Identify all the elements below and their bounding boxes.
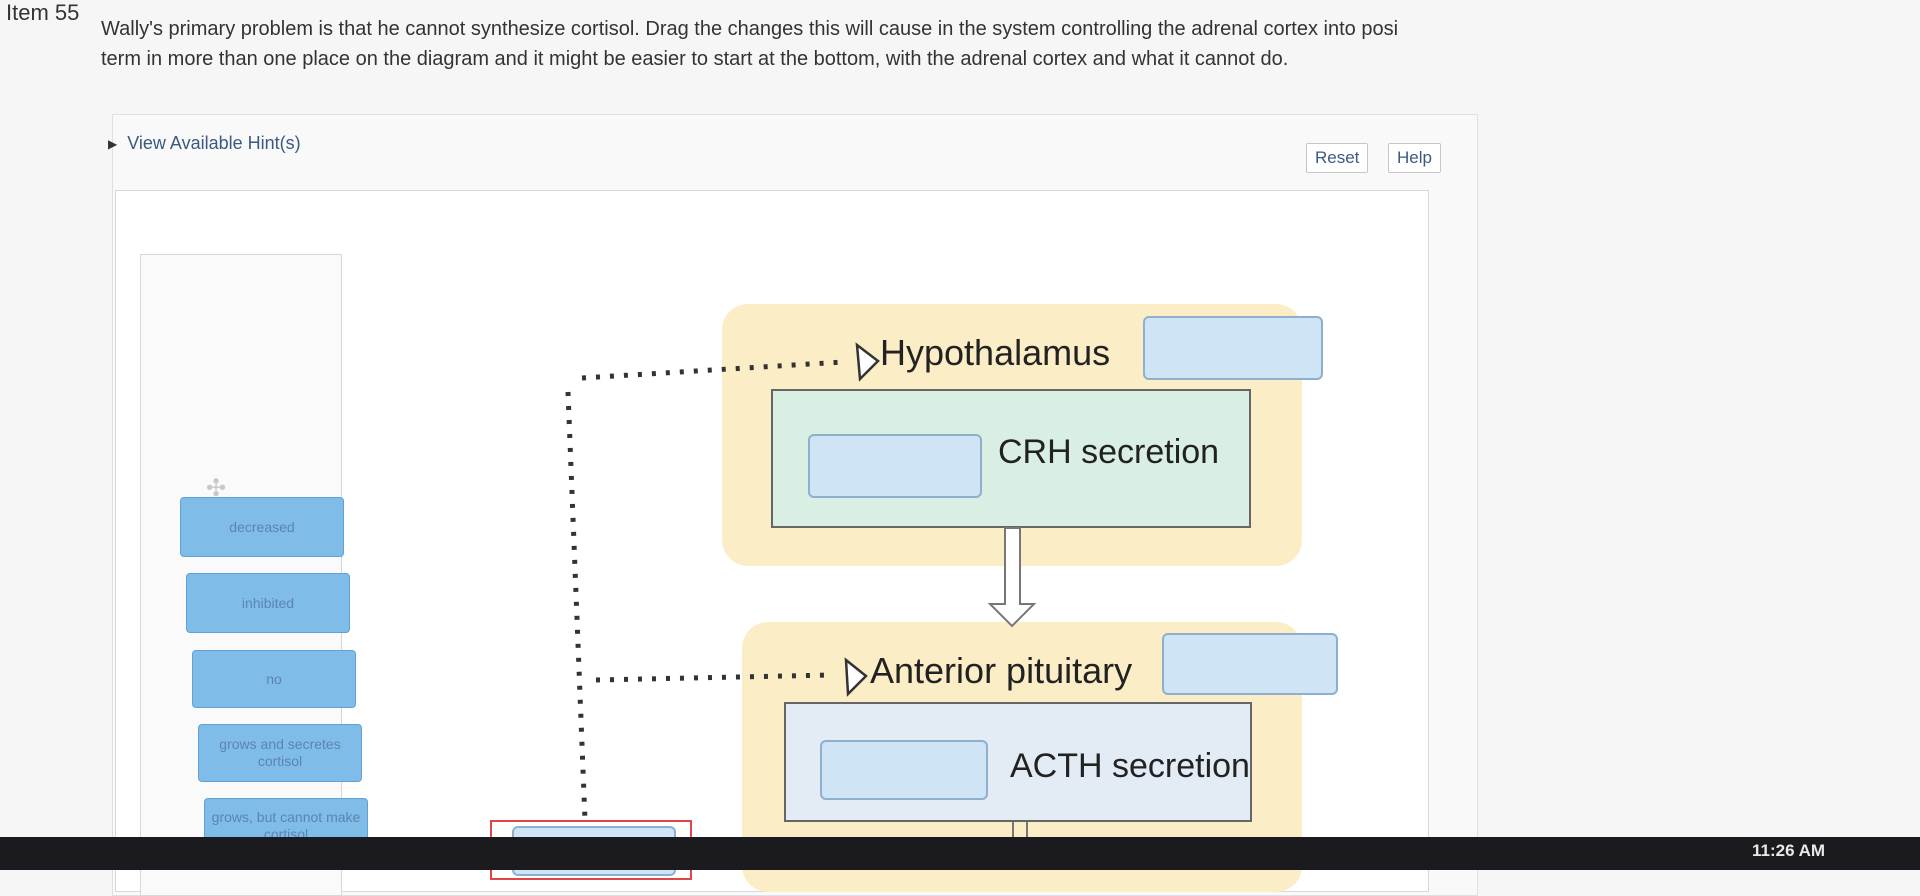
instructions-line-2: term in more than one place on the diagr… xyxy=(101,48,1289,70)
hypothalamus-label: Hypothalamus xyxy=(880,332,1111,373)
view-hints-label: View Available Hint(s) xyxy=(127,133,301,153)
label-tile-no[interactable]: no xyxy=(192,650,356,708)
label-tile-grows-and-secretes-cortisol[interactable]: grows and secretes cortisol xyxy=(198,724,362,782)
instructions-line-1: Wally's primary problem is that he canno… xyxy=(101,18,1399,40)
disclosure-triangle-icon: ▶ xyxy=(108,136,118,151)
view-hints-link[interactable]: ▶ View Available Hint(s) xyxy=(108,133,301,154)
help-button[interactable]: Help xyxy=(1388,143,1441,173)
acth-secretion-drop-target[interactable] xyxy=(820,740,988,800)
crh-secretion-drop-target[interactable] xyxy=(808,434,982,498)
label-tile-decreased[interactable]: decreased xyxy=(180,497,344,557)
crh-secretion-label: CRH secretion xyxy=(998,433,1220,471)
hypothalamus-drop-target[interactable] xyxy=(1143,316,1323,380)
move-handle-icon[interactable]: ✣ xyxy=(206,475,227,502)
taskbar xyxy=(0,837,1920,870)
anterior-pituitary-drop-target[interactable] xyxy=(1162,633,1338,695)
item-label: Item 55 xyxy=(6,0,80,25)
acth-secretion-label: ACTH secretion xyxy=(1010,747,1250,785)
reset-button[interactable]: Reset xyxy=(1306,143,1369,173)
label-tile-inhibited[interactable]: inhibited xyxy=(186,573,350,633)
taskbar-clock: 11:26 AM xyxy=(1752,841,1826,860)
anterior-pituitary-label: Anterior pituitary xyxy=(870,650,1133,691)
instructions: Wally's primary problem is that he canno… xyxy=(101,14,1901,74)
